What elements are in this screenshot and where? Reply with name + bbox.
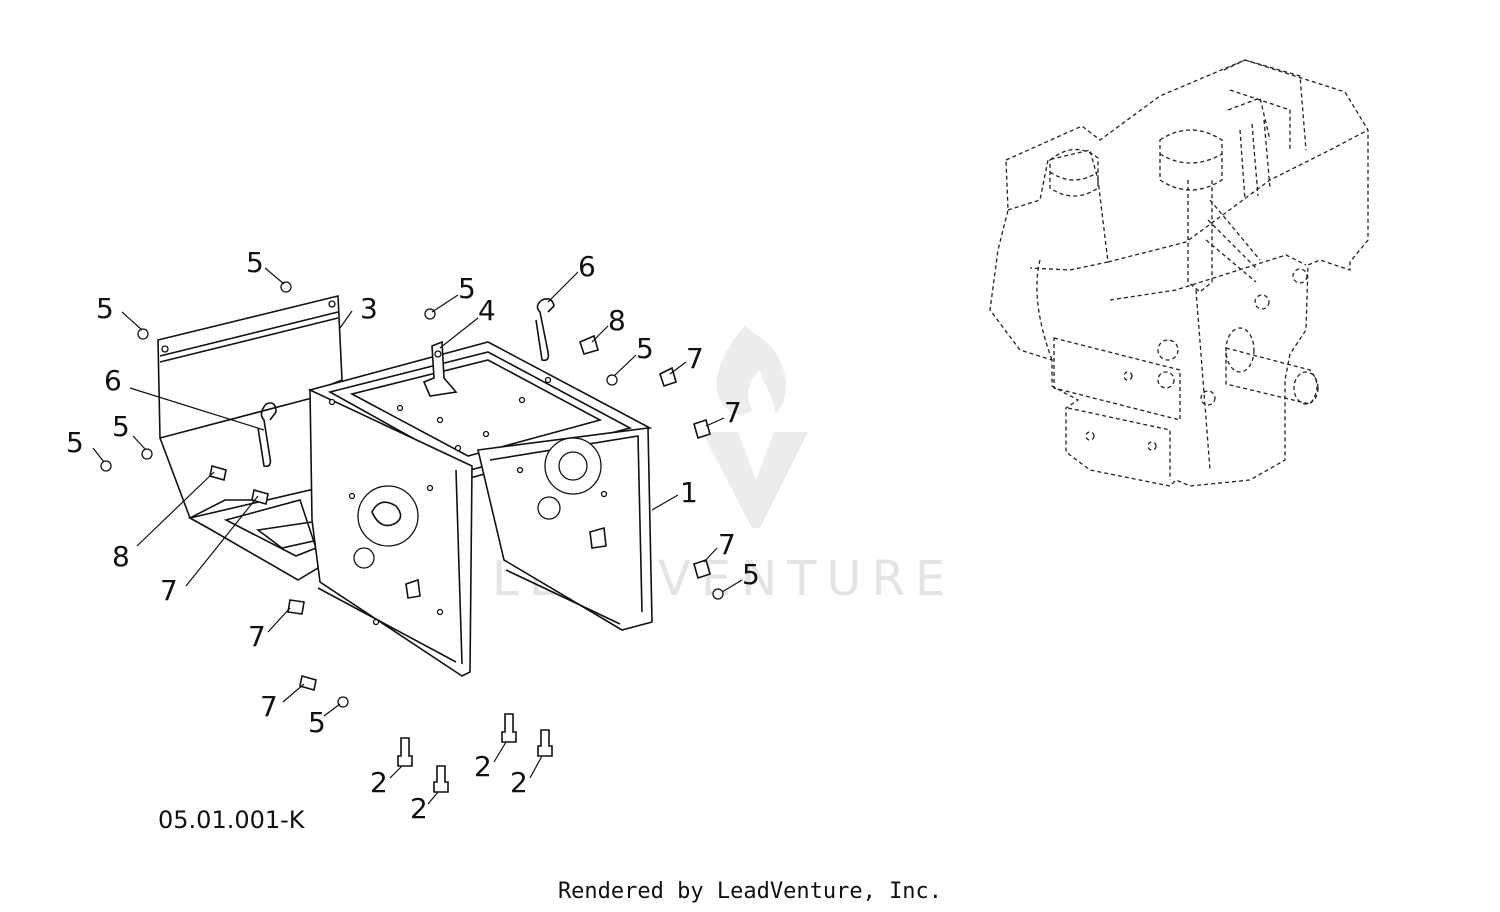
callout-label: 5 (742, 558, 760, 591)
callout-label: 1 (680, 476, 698, 509)
figure-id: 05.01.001-K (158, 806, 306, 834)
callout-label: 5 (66, 426, 84, 459)
callout-label: 7 (248, 620, 266, 653)
part-4-bracket (422, 340, 458, 397)
callout-label: 4 (478, 294, 496, 327)
callout-label: 8 (112, 540, 130, 573)
callout-label: 6 (104, 364, 122, 397)
callout-label: 2 (410, 792, 428, 825)
callout-label: 2 (370, 766, 388, 799)
callout-label: 5 (112, 410, 130, 443)
callout-label: 5 (458, 272, 476, 305)
callout-labels: 5 5 3 6 5 5 8 7 5 4 6 8 5 7 7 1 7 5 7 7 … (66, 246, 760, 825)
fasteners (100, 281, 724, 793)
callout-label: 3 (360, 292, 378, 325)
callout-label: 5 (96, 292, 114, 325)
callout-label: 7 (160, 574, 178, 607)
callout-label: 7 (724, 396, 742, 429)
leader-lines (92, 267, 743, 805)
callout-label: 7 (718, 528, 736, 561)
engine-reference-outline (989, 59, 1369, 487)
part-3-shroud (157, 294, 343, 520)
callout-label: 7 (686, 342, 704, 375)
callout-label: 2 (510, 766, 528, 799)
callout-label: 5 (246, 246, 264, 279)
callout-label: 5 (308, 706, 326, 739)
render-credit: Rendered by LeadVenture, Inc. (558, 879, 942, 904)
callout-label: 2 (474, 750, 492, 783)
part-1-housing (307, 341, 653, 677)
callout-label: 7 (260, 690, 278, 723)
callout-label: 8 (608, 304, 626, 337)
callout-label: 6 (578, 250, 596, 283)
callout-label: 5 (636, 332, 654, 365)
